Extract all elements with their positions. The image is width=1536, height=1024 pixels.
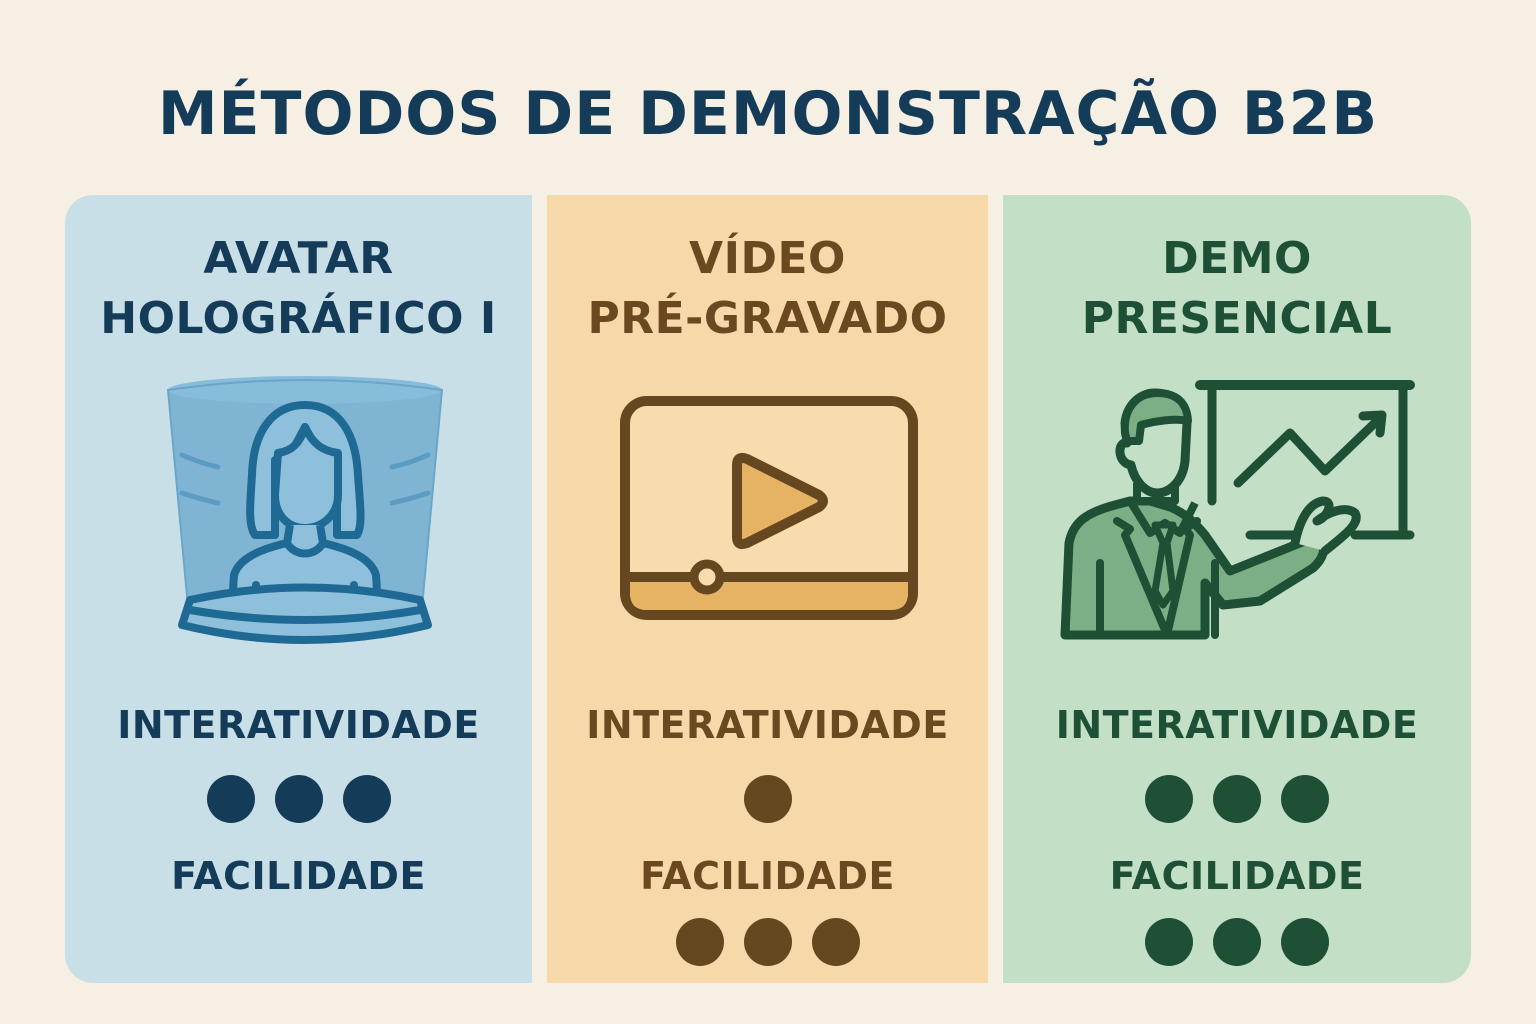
rating-dots-interatividade: [1003, 775, 1471, 823]
rating-dot: [1145, 918, 1193, 966]
rating-dot: [1281, 775, 1329, 823]
metric-label-interatividade: INTERATIVIDADE: [117, 703, 480, 747]
rating-dots-interatividade: [65, 775, 532, 823]
rating-dot: [1213, 918, 1261, 966]
panel-demo-presencial: DEMO PRESENCIAL: [1003, 195, 1471, 983]
rating-dot: [675, 918, 724, 966]
panel-title-line1: AVATAR: [203, 233, 394, 284]
rating-dot: [743, 775, 792, 823]
panel-title-line1: VÍDEO: [689, 233, 846, 284]
rating-dot: [1213, 775, 1261, 823]
rating-dots-interatividade: [547, 775, 988, 823]
panel-video-pre-gravado: VÍDEO PRÉ-GRAVADO INTERATIVIDADE FACILID…: [547, 195, 988, 983]
rating-dot: [811, 918, 860, 966]
panel-title-line2: HOLOGRÁFICO I: [100, 293, 497, 344]
rating-dot: [274, 775, 323, 823]
rating-dot: [206, 775, 255, 823]
panel-avatar-holografico: AVATAR HOLOGRÁFICO I INTERAT: [65, 195, 532, 983]
hologram-avatar-icon: [160, 375, 450, 649]
rating-dots-facilidade: [547, 918, 988, 966]
rating-dots-facilidade: [1003, 918, 1471, 966]
rating-dot: [743, 918, 792, 966]
rating-dot: [1281, 918, 1329, 966]
metric-label-interatividade: INTERATIVIDADE: [1055, 703, 1419, 747]
rating-dot: [342, 775, 391, 823]
video-player-icon: [619, 395, 919, 625]
panel-title-line1: DEMO: [1162, 233, 1312, 284]
metric-label-facilidade: FACILIDADE: [171, 854, 426, 898]
metric-label-facilidade: FACILIDADE: [1109, 854, 1365, 898]
panel-title: AVATAR HOLOGRÁFICO I: [65, 229, 532, 349]
presenter-chart-icon: [1055, 373, 1425, 647]
rating-dot: [1145, 775, 1193, 823]
panel-title: DEMO PRESENCIAL: [1003, 229, 1471, 349]
panel-title-line2: PRESENCIAL: [1081, 293, 1393, 344]
panel-title-line2: PRÉ-GRAVADO: [587, 293, 948, 344]
metric-label-facilidade: FACILIDADE: [640, 854, 895, 898]
page-title: MÉTODOS DE DEMONSTRAÇÃO B2B: [157, 79, 1379, 149]
panel-title: VÍDEO PRÉ-GRAVADO: [547, 229, 988, 349]
metric-label-interatividade: INTERATIVIDADE: [586, 703, 949, 747]
